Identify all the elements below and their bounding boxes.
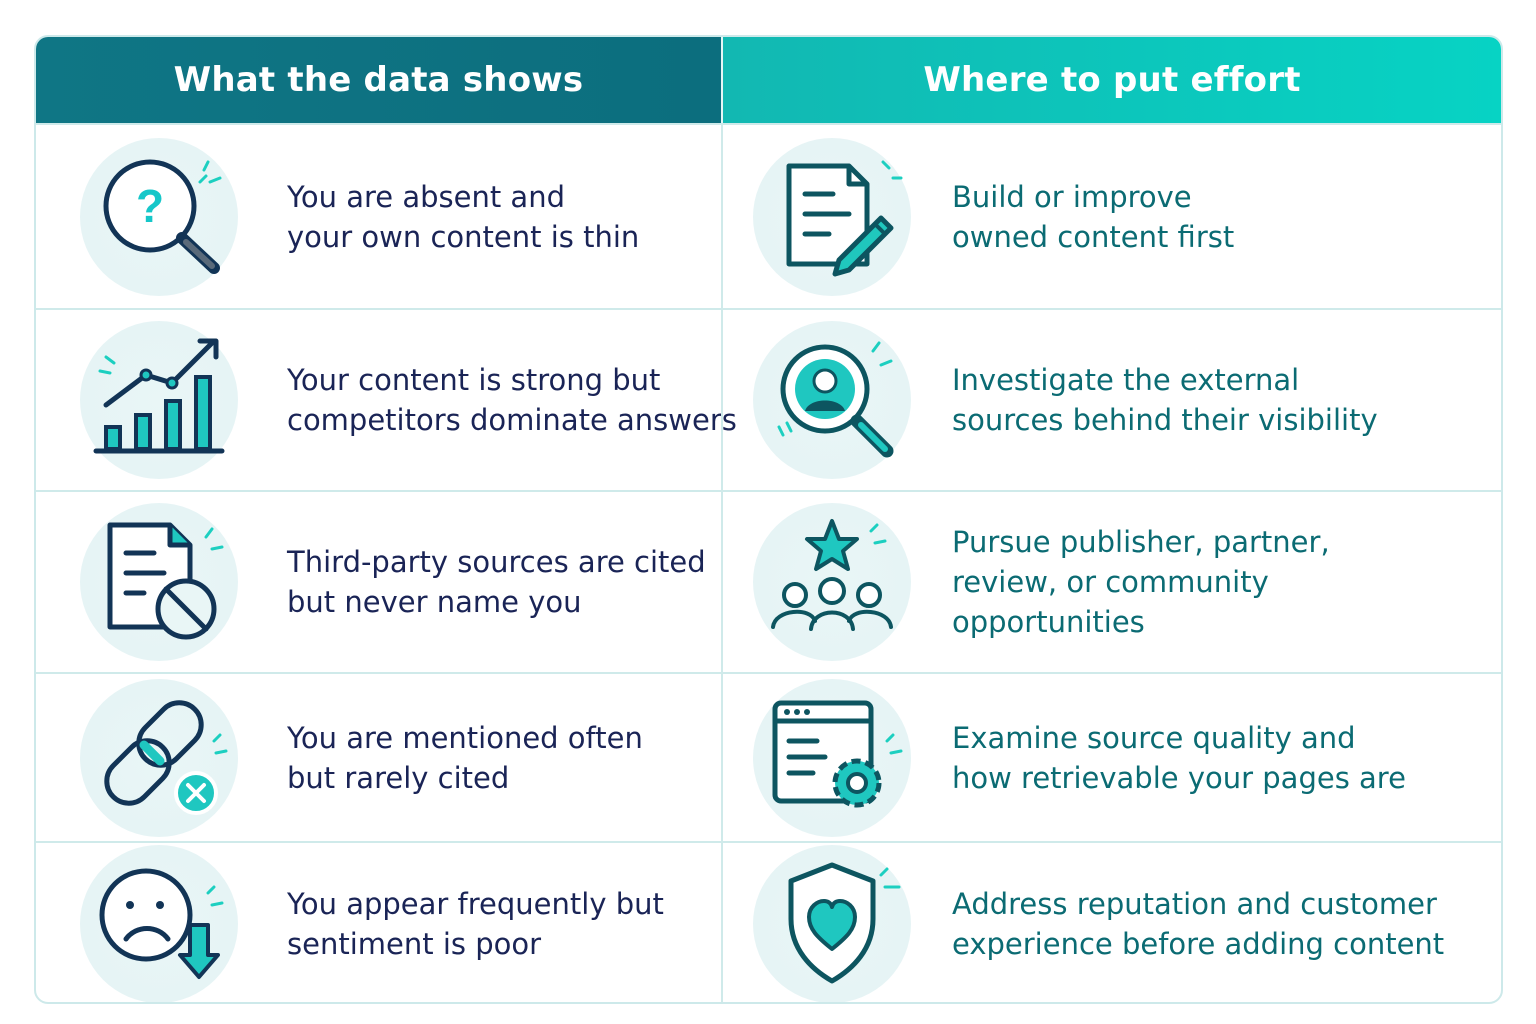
sad-face-down-arrow-icon — [80, 844, 238, 1002]
effort-table: What the data shows Where to put effort … — [34, 35, 1503, 1004]
finding-cell: ? You are absent and your own content is… — [36, 125, 721, 308]
finding-cell: Your content is strong but competitors d… — [36, 310, 737, 490]
finding-text: Your content is strong but competitors d… — [287, 363, 737, 437]
action-cell: Address reputation and customer experien… — [721, 843, 1501, 1002]
document-pencil-icon — [753, 137, 911, 296]
svg-text:?: ? — [136, 180, 164, 232]
action-text: Investigate the external sources behind … — [952, 363, 1378, 437]
action-text: Build or improve owned content first — [952, 179, 1235, 254]
rising-bar-chart-icon — [80, 321, 238, 479]
question-magnifier-icon: ? — [80, 137, 238, 296]
finding-text: You are mentioned often but rarely cited — [287, 720, 643, 795]
finding-cell: Third-party sources are cited but never … — [36, 492, 721, 672]
browser-gear-icon — [753, 678, 911, 837]
header-what-data-shows: What the data shows — [36, 37, 721, 123]
action-text: Examine source quality and how retrievab… — [952, 720, 1406, 795]
person-magnifier-icon — [753, 321, 911, 479]
broken-link-icon — [80, 678, 238, 837]
table-row: You appear frequently but sentiment is p… — [36, 841, 1501, 1002]
table-header: What the data shows Where to put effort — [36, 37, 1501, 123]
action-text: Address reputation and customer experien… — [952, 886, 1445, 961]
document-blocked-icon — [80, 503, 238, 661]
table-row: Your content is strong but competitors d… — [36, 308, 1501, 490]
finding-text: You are absent and your own content is t… — [287, 179, 640, 254]
table-row: You are mentioned often but rarely cited — [36, 672, 1501, 841]
shield-heart-icon — [753, 844, 911, 1002]
star-community-icon — [753, 503, 911, 661]
header-where-to-put-effort: Where to put effort — [721, 37, 1501, 123]
finding-cell: You are mentioned often but rarely cited — [36, 674, 721, 841]
table-row: Third-party sources are cited but never … — [36, 490, 1501, 672]
action-cell: Investigate the external sources behind … — [721, 310, 1501, 490]
finding-cell: You appear frequently but sentiment is p… — [36, 843, 721, 1002]
action-cell: Pursue publisher, partner, review, or co… — [721, 492, 1501, 672]
finding-text: You appear frequently but sentiment is p… — [287, 886, 664, 961]
finding-text: Third-party sources are cited but never … — [287, 545, 706, 619]
table-row: ? You are absent and your own content is… — [36, 123, 1501, 308]
action-text: Pursue publisher, partner, review, or co… — [952, 525, 1330, 639]
action-cell: Examine source quality and how retrievab… — [721, 674, 1501, 841]
action-cell: Build or improve owned content first — [721, 125, 1501, 308]
